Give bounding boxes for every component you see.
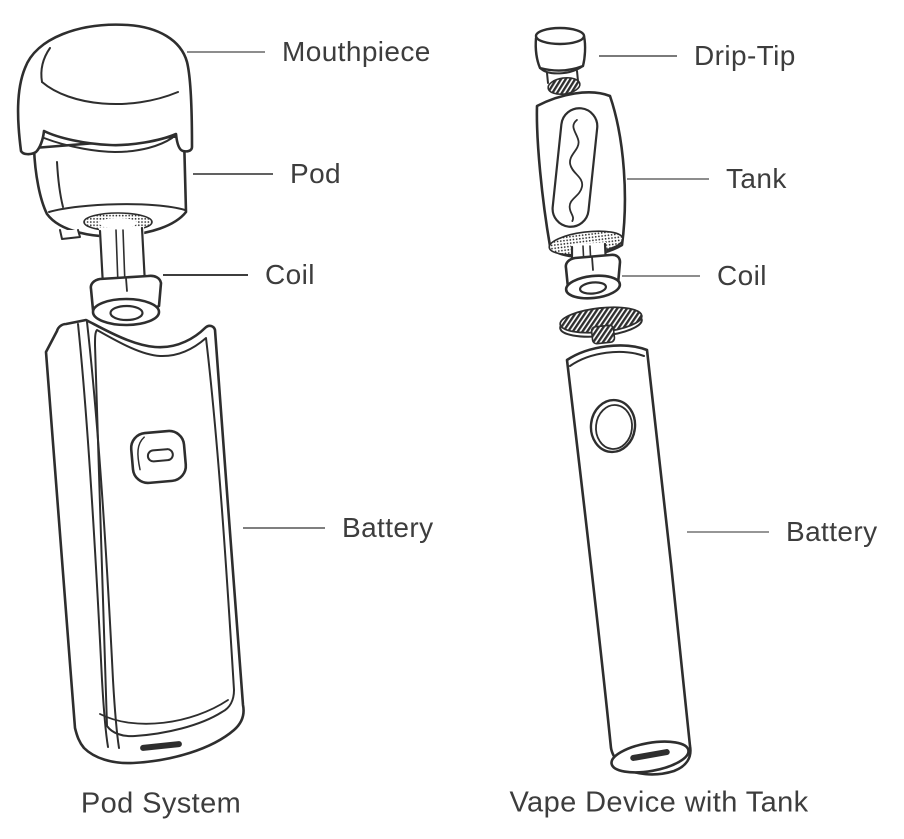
vape-fire-button (589, 398, 637, 454)
leader-line (193, 173, 273, 175)
label-text: Coil (717, 260, 767, 291)
label-pod-battery: Battery (243, 514, 434, 542)
leader-line (187, 51, 265, 53)
leader-line (599, 55, 677, 57)
label-text: Pod (290, 158, 342, 189)
label-text: Tank (726, 163, 787, 194)
pod-coil-drawing (89, 226, 163, 327)
label-tank-coil: Coil (622, 262, 767, 290)
label-pod: Pod (193, 160, 341, 188)
pod-mouthpiece-drawing (16, 23, 194, 156)
label-mouthpiece: Mouthpiece (187, 38, 431, 66)
label-text: Mouthpiece (282, 36, 431, 67)
leader-line (163, 274, 248, 276)
label-text: Battery (786, 516, 878, 547)
gasket-disc-drawing (559, 306, 643, 345)
pod-system-illustration (16, 23, 245, 765)
tank-coil-drawing (564, 242, 622, 300)
vape-device-illustration (534, 26, 692, 776)
leader-line (687, 531, 769, 533)
caption-pod-system: Pod System (80, 787, 242, 820)
label-tank: Tank (627, 165, 787, 193)
tank-window (551, 107, 599, 228)
label-text: Battery (342, 512, 434, 543)
label-text: Drip-Tip (694, 40, 796, 71)
pod-battery-drawing (44, 318, 245, 765)
leader-line (627, 178, 709, 180)
label-vape-battery: Battery (687, 518, 878, 546)
pod-charge-port (140, 741, 182, 751)
pod-fire-button (129, 429, 188, 485)
label-pod-coil: Coil (163, 261, 315, 289)
leader-line (243, 527, 325, 529)
leader-line (622, 275, 700, 277)
vape-charge-port (630, 749, 670, 761)
pod-cartridge-drawing (32, 134, 188, 240)
tank-drawing (535, 91, 627, 258)
vape-battery-drawing (565, 344, 692, 776)
label-drip-tip: Drip-Tip (599, 42, 796, 70)
caption-vape-device-with-tank: Vape Device with Tank (509, 786, 809, 819)
drip-tip-drawing (534, 26, 587, 96)
label-text: Coil (265, 259, 315, 290)
